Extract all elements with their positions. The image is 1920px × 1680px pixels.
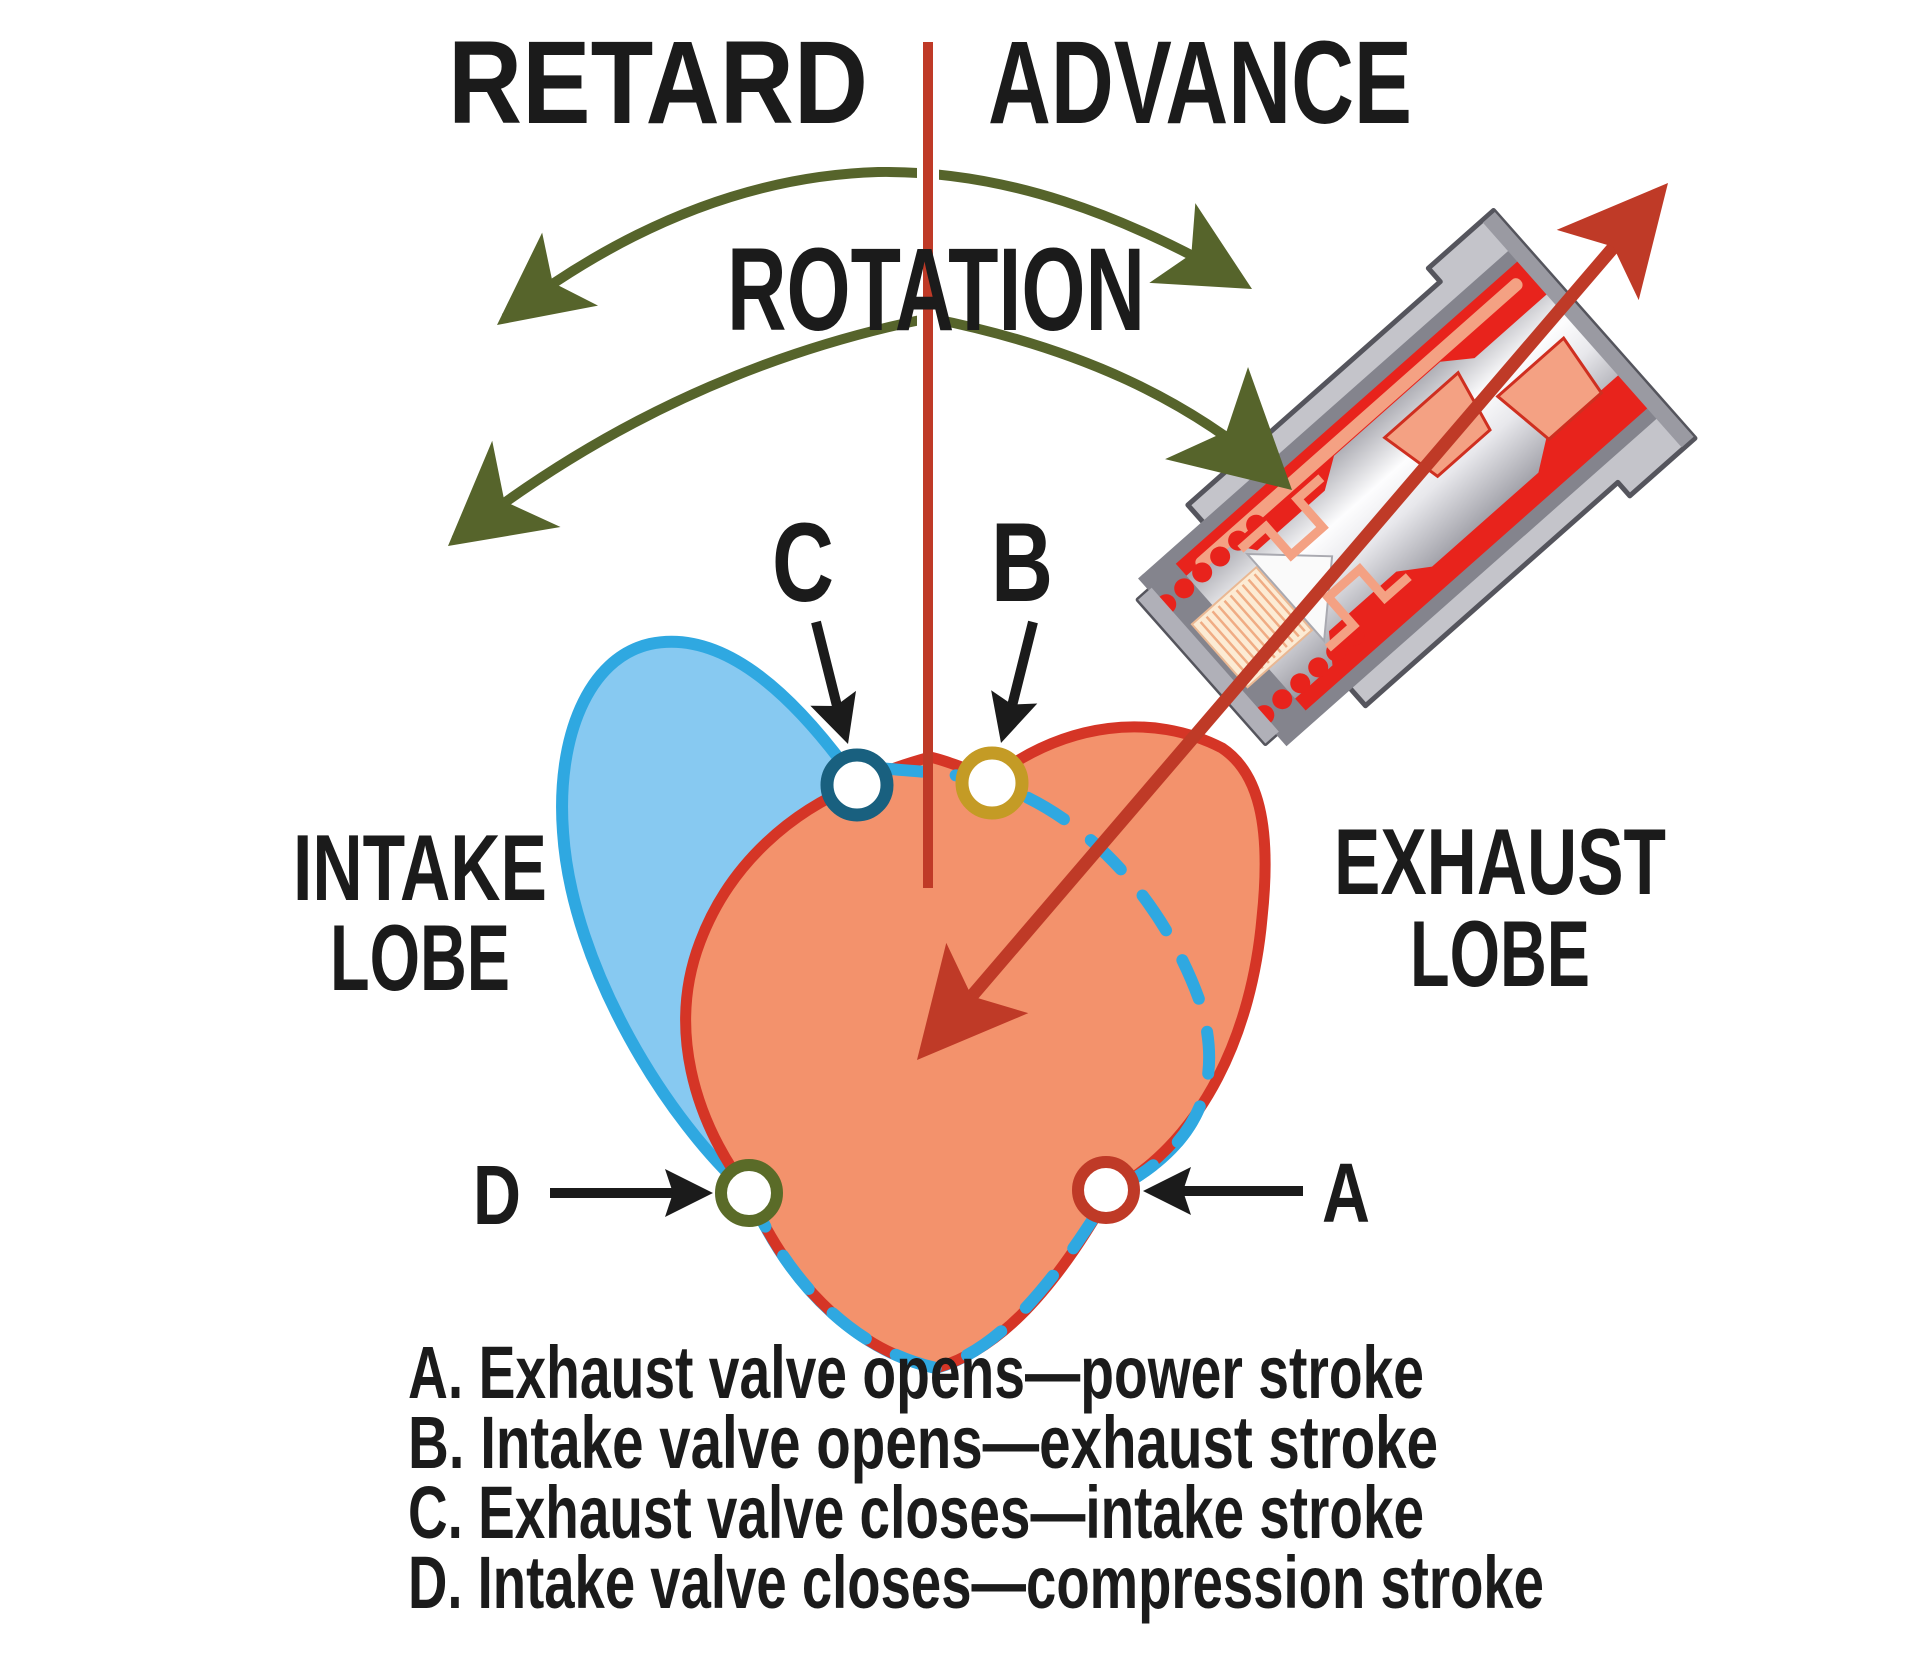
legend-item-c: C. Exhaust valve closes—intake stroke xyxy=(408,1471,1424,1554)
marker-circle-a xyxy=(1072,1156,1140,1224)
pointer-c-arrowhead-icon xyxy=(810,690,856,744)
marker-label-b: B xyxy=(991,500,1053,625)
retard-label: RETARD xyxy=(448,17,868,149)
pointer-b-arrowhead-icon xyxy=(991,690,1038,743)
solenoid-bellows-hatch xyxy=(1199,573,1306,680)
solenoid-armature-lower xyxy=(1495,335,1604,442)
retard-direction-arrowhead-icon xyxy=(497,232,599,325)
advance-arc-line xyxy=(451,312,1282,544)
solenoid-pushrod xyxy=(1195,278,1523,570)
legend: A. Exhaust valve opens—power stroke B. I… xyxy=(408,1331,1544,1624)
solenoid-winding-step-lower xyxy=(1321,562,1412,652)
intake-lobe-dashed-outline xyxy=(743,762,1215,1375)
marker-label-d: D xyxy=(473,1148,521,1242)
rotation-arc-lower xyxy=(448,312,1282,546)
intake-lobe-label-line2: LOBE xyxy=(330,905,510,1010)
advance-into-solenoid-arrowhead-icon xyxy=(1165,366,1292,490)
pointer-d-arrowhead-icon xyxy=(665,1169,713,1217)
legend-item-a: A. Exhaust valve opens—power stroke xyxy=(408,1331,1424,1414)
pointer-arrows xyxy=(550,620,1303,1217)
solenoid-bellows xyxy=(1190,565,1314,689)
marker-label-a: A xyxy=(1322,1146,1370,1240)
rotation-arc-line xyxy=(501,166,1245,322)
axis-arrowhead-down-icon xyxy=(917,942,1029,1060)
advance-label: ADVANCE xyxy=(988,17,1412,149)
advance-direction-arrowhead-icon xyxy=(1149,203,1252,289)
pointer-a-arrowhead-icon xyxy=(1143,1167,1191,1215)
camshaft-axis-arrow xyxy=(917,183,1668,1060)
axis-arrowhead-up-icon xyxy=(1556,183,1668,301)
legend-item-d: D. Intake valve closes—compression strok… xyxy=(408,1541,1544,1624)
rotation-arc-upper xyxy=(497,166,1252,325)
solenoid-end-cap xyxy=(1482,212,1694,448)
marker-circle-d xyxy=(715,1159,783,1227)
marker-circle-b xyxy=(955,746,1029,820)
marker-circle-c xyxy=(820,748,894,822)
marker-label-c: C xyxy=(772,500,834,625)
exhaust-lobe-label-line1: EXHAUST xyxy=(1334,809,1666,914)
exhaust-lobe-label-line2: LOBE xyxy=(1410,901,1590,1006)
solenoid-front-cap xyxy=(1138,587,1279,744)
arc-tail-fletch-icon xyxy=(448,440,561,546)
intake-lobe-label-line1: INTAKE xyxy=(293,815,547,920)
rotation-label: ROTATION xyxy=(727,224,1145,356)
solenoid-winding-step-upper xyxy=(1237,474,1329,562)
legend-item-b: B. Intake valve opens—exhaust stroke xyxy=(408,1401,1438,1484)
